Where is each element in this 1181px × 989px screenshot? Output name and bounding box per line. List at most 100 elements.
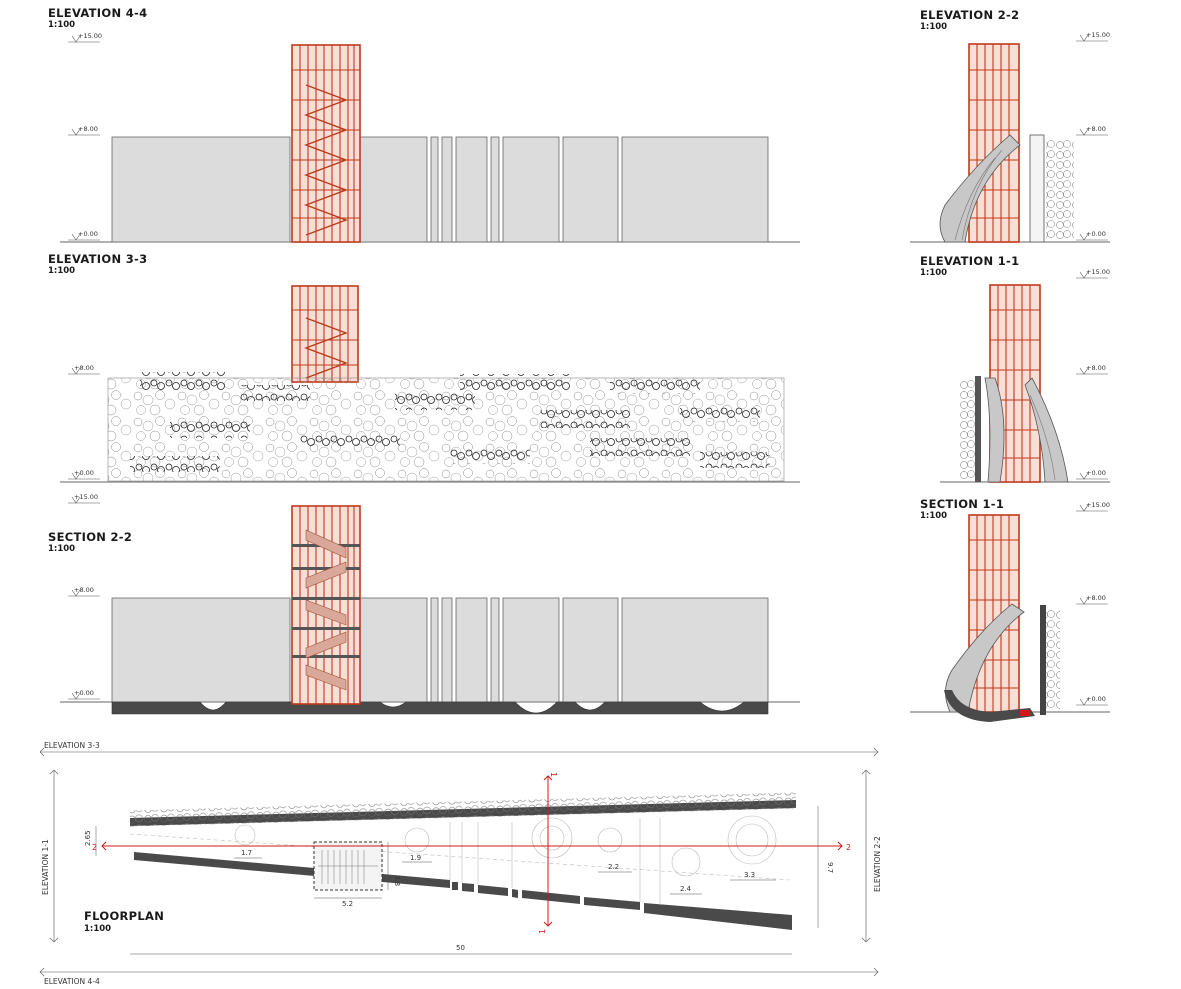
level-marker — [1076, 504, 1108, 706]
stair-tower — [291, 44, 361, 243]
level-marker — [68, 367, 100, 480]
dimension-label: 3.3 — [744, 871, 755, 879]
wall-panel — [111, 597, 291, 703]
section-mark-label: 2 — [846, 843, 851, 852]
dimension-label: 50 — [456, 944, 465, 952]
level-marker — [68, 496, 100, 700]
elevation-4-4: ELEVATION 4-4 1:100 +15.00 +8.00 +0.00 — [48, 6, 800, 243]
drawing-scale: 1:100 — [48, 544, 75, 554]
elevation-arrow — [861, 769, 871, 943]
wall-panel — [455, 136, 488, 243]
wall-panel — [621, 136, 769, 243]
wall-panel — [455, 597, 488, 703]
section-mark-label: 2 — [92, 843, 97, 852]
wall-panel — [430, 136, 439, 243]
elevation-1-1: ELEVATION 1-1 1:100 +15.00 +8.00 +0.00 — [920, 254, 1110, 483]
dimension-label: 9.7 — [826, 862, 834, 873]
dimension-label: 2.4 — [680, 885, 692, 893]
wall-panel — [562, 136, 619, 243]
drawing-title: ELEVATION 3-3 — [48, 252, 147, 266]
vegetation — [1046, 140, 1074, 240]
level-label: +15.00 — [78, 32, 102, 40]
section-mark-label: 1 — [538, 929, 547, 934]
elevation-label-top: ELEVATION 3-3 — [44, 741, 100, 750]
elevation-arrow — [39, 967, 879, 977]
curved-wall — [984, 377, 1005, 483]
level-label: +8.00 — [1086, 594, 1106, 602]
level-label: +15.00 — [74, 493, 98, 501]
section-mark-label: 1 — [549, 772, 558, 777]
drawing-scale: 1:100 — [920, 22, 947, 32]
vegetation — [1046, 610, 1060, 710]
wall-panel — [490, 597, 500, 703]
level-marker — [68, 35, 100, 241]
section-1-1: SECTION 1-1 1:100 +15.00 +8.00 +0.00 — [910, 497, 1110, 722]
wall-panel — [359, 597, 428, 703]
elevation-arrow — [39, 747, 879, 757]
drawing-scale: 1:100 — [920, 511, 947, 521]
level-label: +8.00 — [74, 364, 94, 372]
level-label: +8.00 — [1086, 125, 1106, 133]
drawing-scale: 1:100 — [84, 924, 111, 934]
curved-wall — [1024, 377, 1069, 483]
stair-core-plan — [313, 841, 383, 891]
wall-panel — [441, 597, 453, 703]
level-label: +0.00 — [74, 689, 94, 697]
wall-panel — [359, 136, 428, 243]
section-2-2: SECTION 2-2 1:100 +15.00 +8.00 +0.00 — [48, 493, 800, 715]
drawing-scale: 1:100 — [920, 268, 947, 278]
level-label: +0.00 — [1086, 695, 1106, 703]
plan-circles — [129, 815, 791, 905]
drawing-title: ELEVATION 1-1 — [920, 254, 1019, 268]
level-label: +8.00 — [74, 586, 94, 594]
dimension-lines — [95, 806, 819, 955]
drawing-title: ELEVATION 4-4 — [48, 6, 147, 20]
dimension-label: 1.7 — [241, 849, 252, 857]
level-label: +15.00 — [1086, 31, 1110, 39]
drawing-title: SECTION 1-1 — [920, 497, 1004, 511]
level-marker — [1076, 271, 1108, 480]
dimension-label: 1.9 — [410, 854, 421, 862]
level-label: +15.00 — [1086, 268, 1110, 276]
level-label: +8.00 — [1086, 364, 1106, 372]
level-label: +0.00 — [74, 469, 94, 477]
wall-panel — [562, 597, 619, 703]
wall-panel — [1029, 134, 1045, 243]
drawing-scale: 1:100 — [48, 20, 75, 30]
wall-panel — [430, 597, 439, 703]
level-label: +15.00 — [1086, 501, 1110, 509]
level-label: +0.00 — [1086, 230, 1106, 238]
wall-plan — [134, 852, 450, 888]
vegetation — [130, 792, 796, 827]
wall-panel — [975, 376, 981, 482]
stair-tower — [291, 505, 361, 705]
dimension-label: 3.8 — [393, 875, 401, 886]
wall-panel — [441, 136, 453, 243]
ground-slab — [111, 701, 769, 715]
curved-wall — [939, 134, 1021, 243]
drawing-title: FLOORPLAN — [84, 909, 164, 923]
section-highlight — [1020, 710, 1030, 716]
level-label: +0.00 — [1086, 469, 1106, 477]
level-marker — [1076, 34, 1108, 241]
curved-wall — [945, 603, 1025, 713]
wall-panel — [111, 136, 291, 243]
floorplan: ELEVATION 3-3 ELEVATION 4-4 ELEVATION 1-… — [39, 741, 882, 986]
elevation-arrow — [49, 769, 59, 943]
green-wall-foliage — [107, 372, 785, 482]
drawing-title: SECTION 2-2 — [48, 530, 132, 544]
elevation-label-left: ELEVATION 1-1 — [41, 839, 50, 895]
drawing-scale: 1:100 — [48, 266, 75, 276]
level-label: +8.00 — [78, 125, 98, 133]
dimension-label: 2.65 — [84, 830, 92, 846]
level-label: +0.00 — [78, 230, 98, 238]
section-line-vertical — [543, 775, 553, 927]
wall-panel — [502, 136, 560, 243]
dimension-label: 2.2 — [608, 863, 619, 871]
wall-panel — [490, 136, 500, 243]
elevation-label-right: ELEVATION 2-2 — [873, 836, 882, 892]
wall-panel — [502, 597, 560, 703]
elevation-label-bottom: ELEVATION 4-4 — [44, 977, 100, 986]
wall-panel — [1040, 605, 1046, 715]
